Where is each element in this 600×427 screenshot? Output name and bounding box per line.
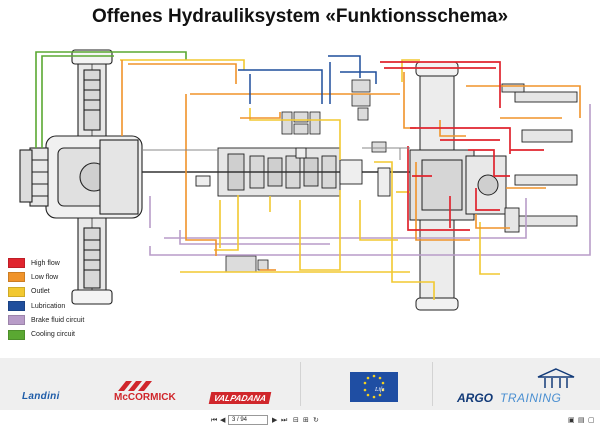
legend-item-low-flow: Low flow — [8, 270, 128, 284]
high-flow-lines — [380, 61, 544, 231]
brake-lines — [149, 104, 591, 256]
legend-item-high-flow: High flow — [8, 256, 128, 270]
legend-item-outlet: Outlet — [8, 285, 128, 299]
legend-swatch — [8, 315, 25, 326]
lubrication-lines — [238, 55, 377, 104]
valpadana-logo: VALPADANA — [208, 392, 272, 404]
slide: Offenes Hydrauliksystem «Funktionsschema… — [0, 6, 600, 410]
landini-logo: Landini — [22, 391, 60, 402]
legend-label: Outlet — [31, 288, 50, 296]
legend-item-lubrication: Lubrication — [8, 299, 128, 313]
legend-swatch — [8, 272, 25, 283]
fullscreen-icon[interactable]: ▢ — [588, 416, 595, 424]
legend-label: High flow — [31, 259, 60, 267]
rear-axle — [409, 61, 507, 311]
cylinders — [501, 83, 578, 233]
legend-swatch — [8, 301, 25, 312]
transmission — [142, 147, 418, 197]
divider — [300, 362, 301, 406]
outlet-lines — [120, 59, 500, 300]
training-logo: TRAINING — [500, 391, 562, 405]
connection-lines — [142, 147, 410, 160]
previous-page-icon[interactable]: ◀ — [220, 416, 226, 424]
first-page-icon[interactable]: ⏮ — [211, 416, 218, 424]
life-logo: Life — [375, 387, 385, 393]
footer-logos: Landini McCORMICK VALPADANA Life ARGO TR… — [0, 358, 600, 410]
mccormick-emblem-icon — [118, 381, 152, 391]
page-title: Offenes Hydrauliksystem «Funktionsschema… — [91, 6, 509, 27]
legend-item-brake: Brake fluid circuit — [8, 313, 128, 327]
front-axle — [19, 49, 143, 305]
cooling-lines — [35, 51, 187, 148]
legend-label: Lubrication — [31, 302, 66, 310]
legend-swatch — [8, 329, 25, 340]
legend-label: Low flow — [31, 273, 59, 281]
eu-life-flag-icon — [350, 372, 398, 402]
legend-swatch — [8, 258, 25, 269]
next-page-icon[interactable]: ▶ — [272, 416, 278, 424]
zoom-in-icon[interactable]: ⊞ — [303, 416, 309, 424]
argo-logo: ARGO — [457, 391, 493, 405]
print-icon[interactable]: ▤ — [578, 416, 585, 424]
divider — [432, 362, 433, 406]
legend-swatch — [8, 286, 25, 297]
legend-label: Brake fluid circuit — [31, 316, 85, 324]
last-page-icon[interactable]: ⏭ — [281, 416, 288, 424]
legend-label: Cooling circuit — [31, 331, 75, 339]
download-icon[interactable]: ▣ — [568, 416, 575, 424]
pdf-viewer-toolbar: ⏮ ◀ 3 / 94 ▶ ⏭ ⊟ ⊞ ↻ ▣ ▤ ▢ — [0, 414, 600, 427]
legend: High flow Low flow Outlet Lubrication Br… — [8, 256, 128, 342]
legend-item-cooling: Cooling circuit — [8, 327, 128, 341]
hydraulic-schematic — [19, 49, 591, 311]
rotate-icon[interactable]: ↻ — [313, 416, 319, 424]
page-number-input[interactable]: 3 / 94 — [228, 415, 268, 425]
zoom-out-icon[interactable]: ⊟ — [293, 416, 299, 424]
mccormick-logo: McCORMICK — [114, 392, 176, 403]
low-flow-lines — [121, 60, 581, 271]
temple-icon — [537, 368, 575, 388]
